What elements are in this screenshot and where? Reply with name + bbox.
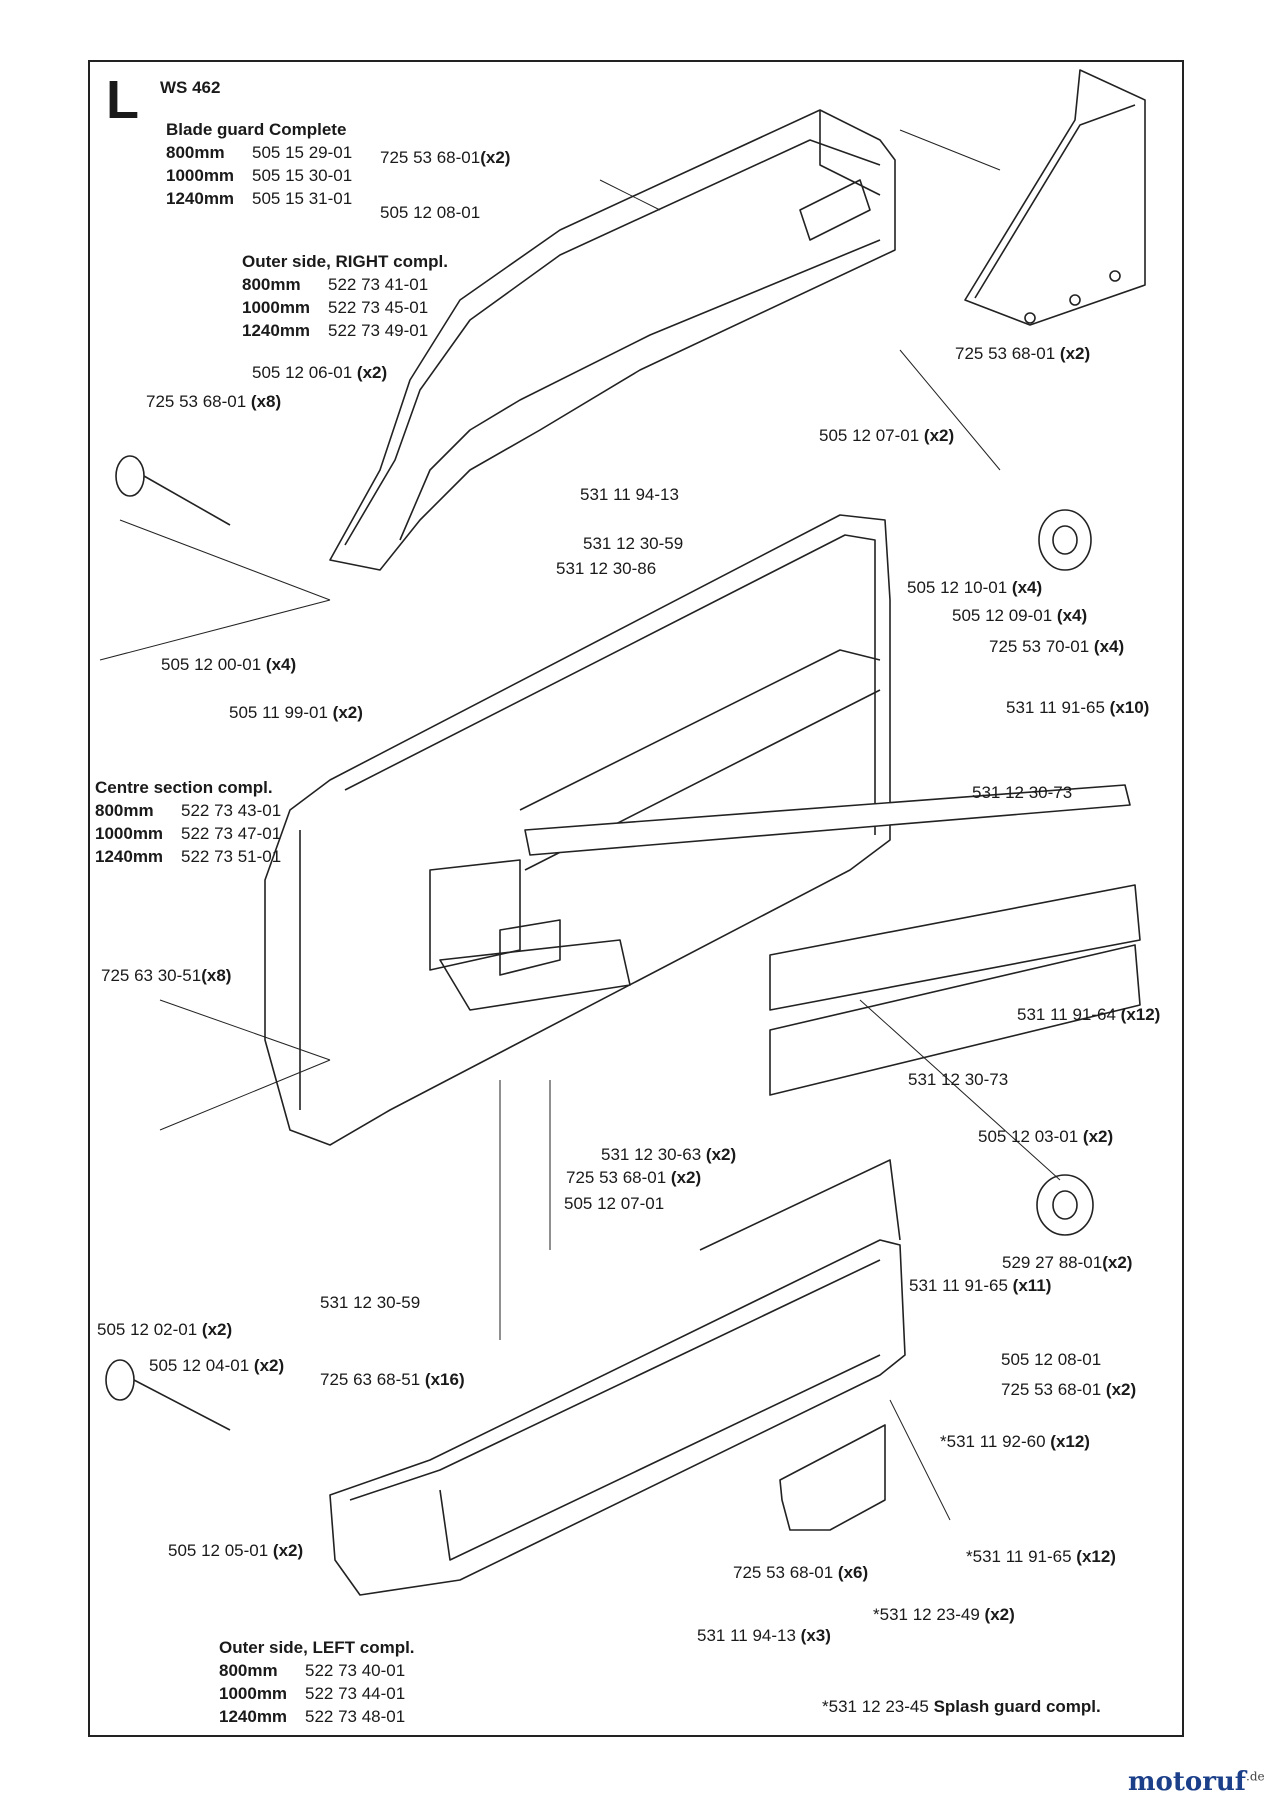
size-label: 800mm (219, 1661, 278, 1680)
group-row: 1240mm 522 73 51-01 (95, 845, 281, 868)
part-callout: 505 12 04-01 (x2) (149, 1356, 285, 1375)
part-callout: 505 12 10-01 (x4) (907, 578, 1043, 597)
part-number: 505 15 31-01 (252, 189, 353, 208)
part-number: 505 15 29-01 (252, 143, 353, 162)
part-callout: 505 12 08-01 (1001, 1350, 1102, 1369)
part-callout: 531 12 30-73 (972, 783, 1073, 802)
part-callout: *531 11 92-60 (x12) (940, 1432, 1090, 1451)
size-label: 1000mm (242, 298, 311, 317)
size-label: 1240mm (219, 1707, 288, 1726)
group-title: Outer side, RIGHT compl. (242, 252, 448, 271)
part-callout: 531 11 91-65 (x11) (909, 1276, 1052, 1295)
part-number: 522 73 48-01 (305, 1707, 406, 1726)
diagram-frame (88, 60, 1184, 1737)
part-callout: 505 12 03-01 (x2) (978, 1127, 1114, 1146)
blade-guard-group: Blade guard Complete 800mm 505 15 29-01 1… (166, 118, 352, 210)
part-callout: 505 12 02-01 (x2) (97, 1320, 233, 1339)
size-label: 1000mm (166, 166, 235, 185)
group-row: 1000mm 522 73 47-01 (95, 822, 281, 845)
group-row: 800mm 522 73 40-01 (219, 1659, 415, 1682)
part-callout: 505 12 07-01 (564, 1194, 665, 1213)
blade-guard-part (329, 109, 896, 571)
size-label: 1240mm (166, 189, 235, 208)
group-row: 1240mm 522 73 49-01 (242, 319, 448, 342)
size-label: 1240mm (242, 321, 311, 340)
part-callout: 725 53 68-01 (x2) (1001, 1380, 1137, 1399)
part-callout: 531 12 30-73 (908, 1070, 1009, 1089)
size-label: 800mm (166, 143, 225, 162)
strip-lower-part (769, 884, 1141, 1096)
part-callout: 725 53 68-01 (x2) (955, 344, 1091, 363)
part-callout: 531 11 91-65 (x10) (1006, 698, 1150, 717)
part-callout: 531 12 30-63 (x2) (601, 1145, 737, 1164)
group-title: Centre section compl. (95, 778, 273, 797)
group-row: 1240mm 505 15 31-01 (166, 187, 352, 210)
group-row: 1240mm 522 73 48-01 (219, 1705, 415, 1728)
group-title: Outer side, LEFT compl. (219, 1638, 415, 1657)
part-callout: 505 12 06-01 (x2) (252, 363, 388, 382)
knob-upper-part (1038, 509, 1092, 571)
part-callout: 531 11 94-13 (580, 485, 679, 504)
model-name: WS 462 (160, 78, 221, 97)
wheel-lower-part (105, 1359, 231, 1431)
part-callout: 531 11 94-13 (x3) (697, 1626, 831, 1645)
part-number: 522 73 45-01 (328, 298, 429, 317)
part-callout: 531 12 30-59 (583, 534, 684, 553)
section-letter: L (106, 70, 139, 130)
part-number: 505 15 30-01 (252, 166, 353, 185)
wheel-upper-part (115, 455, 231, 526)
part-callout: 725 63 30-51(x8) (101, 966, 232, 985)
part-callout: *531 12 23-49 (x2) (873, 1605, 1015, 1624)
part-number: 522 73 47-01 (181, 824, 282, 843)
group-row: 1000mm 505 15 30-01 (166, 164, 352, 187)
part-callout: 505 12 00-01 (x4) (161, 655, 297, 674)
part-callout: 725 53 68-01 (x8) (146, 392, 282, 411)
part-callout: 505 12 09-01 (x4) (952, 606, 1088, 625)
group-title: Blade guard Complete (166, 120, 347, 139)
part-callout: *531 11 91-65 (x12) (966, 1547, 1116, 1566)
part-number: 522 73 40-01 (305, 1661, 406, 1680)
size-label: 800mm (242, 275, 301, 294)
part-callout: 725 53 68-01 (x2) (566, 1168, 702, 1187)
part-callout: 531 11 91-64 (x12) (1017, 1005, 1161, 1024)
part-callout: 531 12 30-86 (556, 559, 657, 578)
part-number: 522 73 49-01 (328, 321, 429, 340)
part-callout: 531 12 30-59 (320, 1293, 421, 1312)
outer-left-part (329, 1159, 906, 1596)
right-bracket-part (964, 69, 1146, 326)
splash-guard-footnote: *531 12 23-45 Splash guard compl. (822, 1697, 1101, 1716)
part-callout: 505 12 08-01 (380, 203, 481, 222)
splash-guard-part (779, 1424, 886, 1531)
part-number: 522 73 41-01 (328, 275, 429, 294)
part-callout: 529 27 88-01(x2) (1002, 1253, 1133, 1272)
size-label: 1240mm (95, 847, 164, 866)
part-callout: 505 11 99-01 (x2) (229, 703, 363, 722)
group-row: 800mm 522 73 43-01 (95, 799, 281, 822)
part-number: 522 73 43-01 (181, 801, 282, 820)
strip-upper-part (524, 784, 1131, 856)
part-callout: 725 63 68-51 (x16) (320, 1370, 465, 1389)
part-callout: 725 53 70-01 (x4) (989, 637, 1125, 656)
part-number: 522 73 44-01 (305, 1684, 406, 1703)
group-row: 800mm 505 15 29-01 (166, 141, 352, 164)
part-callout: 505 12 07-01 (x2) (819, 426, 955, 445)
group-row: 800mm 522 73 41-01 (242, 273, 448, 296)
group-row: 1000mm 522 73 45-01 (242, 296, 448, 319)
knob-lower-part (1036, 1174, 1094, 1236)
outer-right-group: Outer side, RIGHT compl. 800mm 522 73 41-… (242, 250, 448, 342)
outer-left-group: Outer side, LEFT compl. 800mm 522 73 40-0… (219, 1636, 415, 1728)
part-callout: 725 53 68-01 (x6) (733, 1563, 869, 1582)
size-label: 800mm (95, 801, 154, 820)
part-callout: 505 12 05-01 (x2) (168, 1541, 304, 1560)
watermark-logo: motoruf.de (1128, 1767, 1265, 1797)
part-callout: 725 53 68-01(x2) (380, 148, 511, 167)
group-row: 1000mm 522 73 44-01 (219, 1682, 415, 1705)
size-label: 1000mm (95, 824, 164, 843)
assembly-lines (99, 129, 1061, 1521)
part-number: 522 73 51-01 (181, 847, 282, 866)
size-label: 1000mm (219, 1684, 288, 1703)
